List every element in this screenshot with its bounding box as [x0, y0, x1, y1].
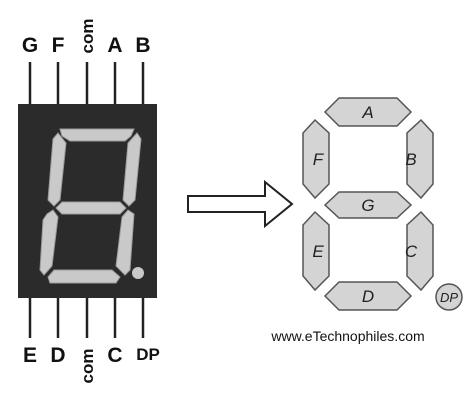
diagram-segment-c	[406, 210, 434, 292]
display-segments	[39, 128, 142, 284]
diagram-segment-f	[302, 118, 330, 200]
diagram-label-e: E	[312, 242, 324, 261]
watermark: www.eTechnophiles.com	[270, 328, 424, 344]
diagram-segment-a	[323, 97, 413, 127]
diagram-label-a: A	[361, 103, 373, 122]
diagram-segment-b	[406, 118, 434, 200]
top-pins	[28, 62, 145, 104]
diagram-label-dp: DP	[440, 290, 458, 305]
bottom-pins	[28, 298, 145, 338]
diagram-segment-dp	[435, 283, 463, 311]
pin-label-com-bottom: com	[78, 349, 97, 384]
pin-label-a-top: A	[107, 34, 122, 57]
pin-label-com-top: com	[78, 19, 97, 54]
diagram-segment-d	[323, 281, 413, 311]
display-segment-f	[47, 132, 67, 207]
pin-label-dp-bottom: DP	[136, 345, 160, 364]
pin-label-e-bottom: E	[23, 344, 37, 367]
diagram-segment-e	[302, 210, 330, 292]
display-segment-a	[59, 128, 135, 142]
display-segment-g	[55, 201, 127, 215]
pin-label-g-top: G	[22, 34, 38, 57]
display-segment-b	[122, 132, 142, 207]
diagram-label-g: G	[361, 196, 374, 215]
diagram-label-f: F	[313, 150, 325, 169]
diagram-label-d: D	[362, 287, 374, 306]
pin-label-c-bottom: C	[107, 344, 122, 367]
diagram-label-c: C	[405, 242, 418, 261]
segment-diagram	[302, 97, 463, 311]
pin-label-d-bottom: D	[50, 344, 65, 367]
display-segment-e	[39, 209, 59, 276]
diagram-segment-g	[323, 191, 413, 219]
display-decimal-point	[132, 267, 144, 279]
diagram-label-b: B	[405, 150, 416, 169]
right-arrow-icon	[187, 179, 294, 229]
pin-label-f-top: F	[52, 34, 65, 57]
display-segment-c	[115, 209, 135, 276]
display-segment-d	[47, 269, 121, 284]
pin-label-b-top: B	[135, 34, 150, 57]
